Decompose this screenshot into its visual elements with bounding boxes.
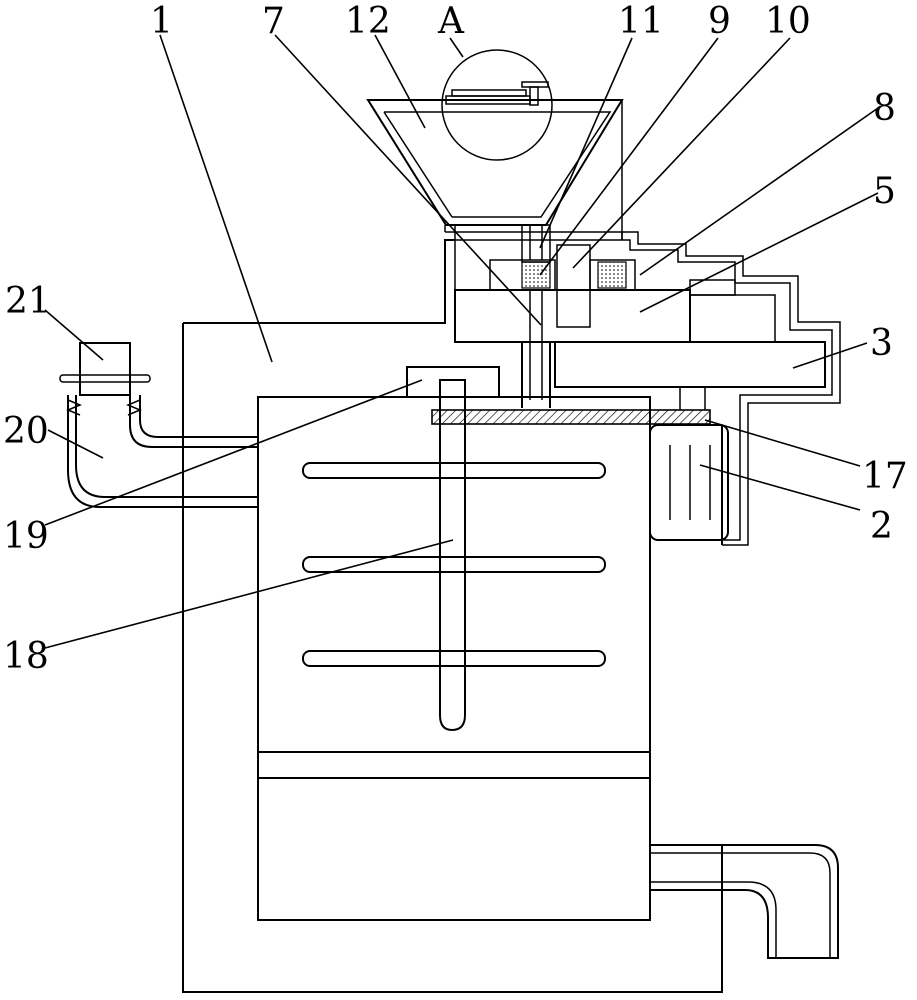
- label-20: 20: [3, 411, 49, 452]
- label-9: 9: [708, 1, 731, 42]
- label-19: 19: [3, 516, 49, 557]
- label-11: 11: [618, 1, 664, 42]
- label-2: 2: [870, 506, 893, 547]
- label-7: 7: [262, 1, 285, 42]
- control-box: [406, 366, 500, 398]
- label-8: 8: [873, 88, 896, 129]
- label-3: 3: [870, 323, 893, 364]
- inlet-pipe: [59, 342, 258, 508]
- label-1: 1: [150, 1, 173, 42]
- label-17: 17: [862, 456, 908, 497]
- filter-right: [597, 261, 627, 289]
- filter-left: [521, 261, 551, 289]
- label-21: 21: [5, 281, 51, 322]
- label-a: A: [437, 1, 465, 42]
- label-10: 10: [765, 1, 811, 42]
- label-5: 5: [873, 171, 896, 212]
- outlet-pipe: [650, 844, 839, 959]
- motor: [649, 424, 729, 541]
- hatched-plate: [431, 409, 711, 425]
- label-12: 12: [345, 1, 391, 42]
- label-18: 18: [3, 636, 49, 677]
- drive-assembly: [454, 224, 826, 410]
- feed-hopper: [366, 99, 624, 240]
- leader-lines: [44, 34, 879, 649]
- stirrer: [302, 379, 606, 732]
- reference-numerals: 1 7 12 A 11 9 10 8 5 3 21 20 17 2 19 18: [3, 1, 908, 677]
- detail-circle-a: [441, 49, 553, 161]
- outer-housing: [182, 239, 723, 993]
- feed-channel-walls: [444, 225, 841, 546]
- inner-tank: [257, 396, 651, 921]
